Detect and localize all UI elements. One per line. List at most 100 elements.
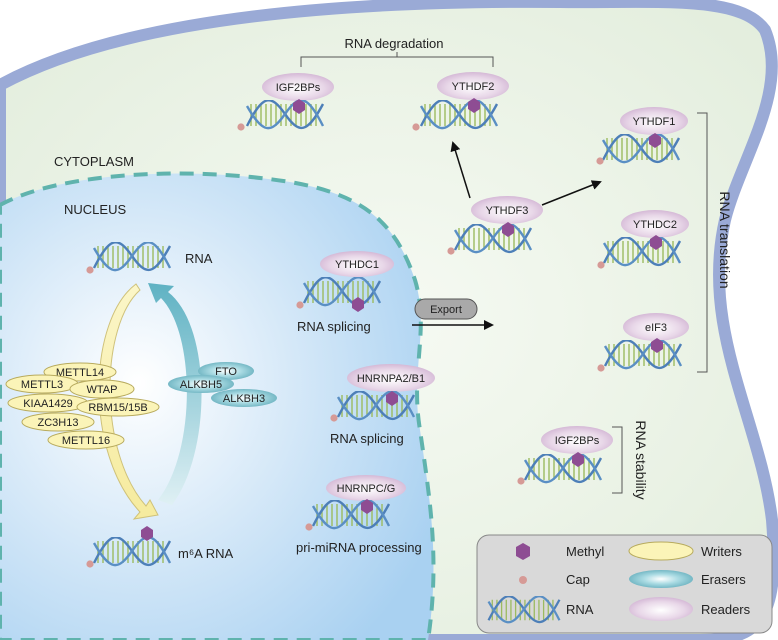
rna-translation-label: RNA translation	[717, 191, 733, 288]
reader-ythdc2	[621, 210, 689, 238]
methyl-icon	[361, 499, 373, 514]
writer-wtap	[69, 379, 135, 399]
writer-mettl14-label: METTL14	[56, 367, 104, 379]
eraser-alkbh3-label: ALKBH3	[223, 393, 265, 405]
legend: Methyl Writers Cap Erasers RNA Readers	[476, 534, 773, 634]
rna-label: RNA	[185, 251, 213, 266]
reader-hnrnpcg-group: HNRNPC/G	[305, 475, 406, 531]
writer-mettl16-label: METTL16	[62, 435, 110, 447]
cap-icon	[597, 364, 605, 372]
cap-icon	[596, 157, 604, 165]
methyl-icon	[502, 222, 514, 237]
cap-icon	[447, 247, 455, 255]
reader-ythdf2-label: YTHDF2	[452, 81, 495, 93]
methyl-icon	[516, 543, 530, 560]
eraser-fto-label: FTO	[215, 366, 237, 378]
reader-ythdc2-group: YTHDC2	[597, 210, 689, 269]
stability-bracket	[612, 426, 623, 494]
methyl-icon	[650, 235, 662, 250]
eraser-alkbh3	[211, 389, 277, 407]
reader-eif3-group: eIF3	[597, 313, 689, 372]
writer-wtap-label: WTAP	[87, 384, 118, 396]
rna-splicing-label-1: RNA splicing	[297, 319, 371, 334]
rna-degradation-label: RNA degradation	[344, 36, 443, 51]
legend-erasers-label: Erasers	[701, 572, 746, 587]
methyl-icon	[386, 391, 398, 406]
export-badge	[414, 298, 478, 320]
cytoplasm-label: CYTOPLASM	[54, 154, 134, 169]
cap-icon	[597, 261, 605, 269]
cap-icon	[237, 123, 245, 131]
nucleus-label: NUCLEUS	[64, 202, 126, 217]
methyl-icon	[649, 133, 661, 148]
reader-ythdf1-label: YTHDF1	[633, 116, 676, 128]
cap-icon	[412, 123, 420, 131]
methyl-icon	[468, 98, 480, 113]
reader-ythdf1-group: YTHDF1	[596, 107, 688, 165]
methyl-icon	[572, 452, 584, 467]
reader-ythdf3-label: YTHDF3	[486, 205, 529, 217]
cap-icon	[86, 560, 94, 568]
reader-swatch	[629, 597, 693, 621]
arrow-to-ythdf1	[541, 180, 602, 206]
methyl-icon	[651, 338, 663, 353]
arrow-to-ythdf2	[450, 141, 471, 199]
writer-arrow	[98, 283, 159, 520]
rna-stability-label: RNA stability	[633, 420, 649, 499]
cap-icon	[519, 576, 527, 584]
reader-ythdc1-group: YTHDC1	[296, 251, 394, 312]
writer-swatch	[628, 541, 694, 561]
cap-icon	[296, 301, 304, 309]
cap-icon	[517, 477, 525, 485]
reader-ythdc1-label: YTHDC1	[335, 259, 379, 271]
writer-rbm15-15b-label: RBM15/15B	[88, 402, 147, 414]
methyl-icon	[352, 297, 364, 312]
writer-mettl3-label: METTL3	[21, 379, 63, 391]
reader-igf2bps-stab-group: IGF2BPs	[517, 426, 613, 485]
reader-ythdf2	[437, 72, 509, 100]
reader-hnrnpcg-label: HNRNPC/G	[337, 483, 396, 495]
legend-readers-label: Readers	[701, 602, 751, 617]
reader-igf2bps-stab-label: IGF2BPs	[555, 435, 600, 447]
cap-icon	[86, 266, 94, 274]
rna-splicing-label-2: RNA splicing	[330, 431, 404, 446]
m6a-rna-label: m⁶A RNA	[178, 546, 234, 561]
pri-mirna-label: pri-miRNA processing	[296, 540, 422, 555]
reader-ythdc2-label: YTHDC2	[633, 219, 677, 231]
cap-icon	[305, 523, 313, 531]
reader-hnrnpa2b1-label: HNRNPA2/B1	[357, 373, 425, 385]
reader-ythdf3-group: YTHDF3	[447, 196, 543, 255]
reader-igf2bps-top-label: IGF2BPs	[276, 82, 321, 94]
legend-methyl-label: Methyl	[566, 544, 604, 559]
legend-cap-label: Cap	[566, 572, 590, 587]
eraser-swatch	[629, 570, 693, 588]
reader-hnrnpcg	[326, 475, 406, 501]
reader-ythdf2-group: YTHDF2	[412, 72, 509, 131]
methyl-icon	[141, 526, 153, 541]
writer-rbm15-15b	[76, 397, 160, 417]
eraser-alkbh5	[168, 375, 234, 393]
reader-eif3-label: eIF3	[645, 322, 667, 334]
reader-igf2bps-top	[262, 73, 334, 101]
rna-unmodified	[86, 242, 172, 274]
eraser-arrow	[148, 283, 202, 505]
reader-igf2bps-stab	[541, 426, 613, 454]
writer-zc3h13-label: ZC3H13	[38, 417, 79, 429]
eraser-alkbh5-label: ALKBH5	[180, 379, 222, 391]
eraser-fto	[198, 362, 254, 380]
reader-ythdf3	[471, 196, 543, 224]
reader-igf2bps-top-group: IGF2BPs	[237, 73, 334, 131]
writer-mettl16	[47, 430, 125, 450]
export-label: Export	[430, 304, 462, 316]
m6a-rna	[86, 526, 172, 568]
degradation-bracket	[300, 52, 494, 67]
reader-ythdf1	[620, 107, 688, 135]
legend-box	[476, 534, 773, 634]
writer-kiaa1429-label: KIAA1429	[23, 398, 73, 410]
reader-hnrnpa2b1	[347, 364, 435, 392]
cap-icon	[330, 414, 338, 422]
